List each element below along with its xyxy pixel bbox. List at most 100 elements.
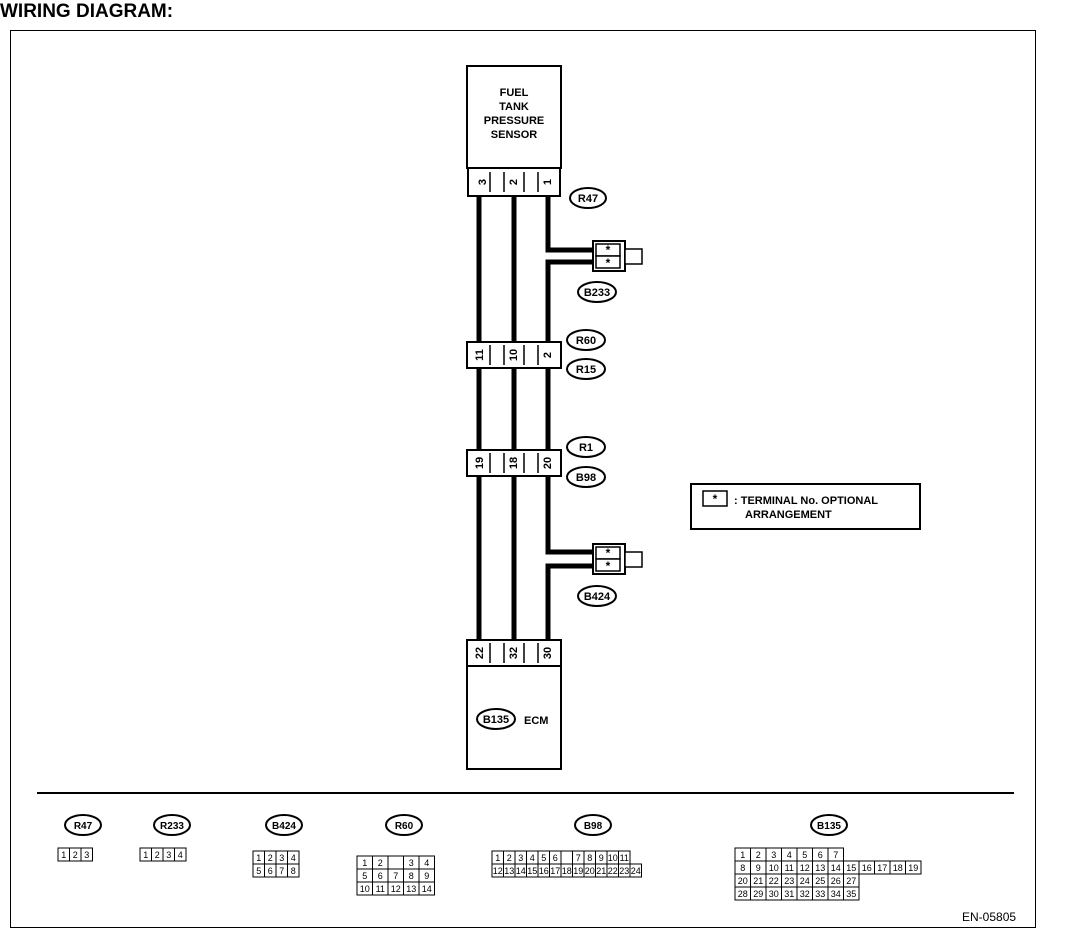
b135-view-pin: 7 — [833, 850, 838, 860]
b233-tag-label: B233 — [584, 287, 610, 299]
wire-c-to-b424 — [545, 476, 596, 555]
r15-tag-label: R15 — [576, 364, 596, 376]
b135-view-pin: 5 — [802, 850, 807, 860]
r60-view-pin: 8 — [409, 871, 414, 881]
b135-view-pin: 16 — [862, 863, 872, 873]
r1-pin-3: 20 — [542, 457, 554, 469]
b98-view-cell — [560, 850, 573, 865]
r1-pin-1: 19 — [474, 457, 486, 469]
b98-view-pin: 20 — [585, 866, 595, 876]
b424-view-pin: 3 — [279, 853, 284, 863]
b135-view-pin: 22 — [769, 876, 779, 886]
r60-view-pin: 3 — [409, 858, 414, 868]
b98-view-tag — [574, 814, 612, 836]
b424-star-2: * — [606, 559, 611, 573]
wire-c-from-b424 — [545, 563, 596, 640]
b135-view-cell — [843, 886, 860, 901]
sensor-pin-3: 1 — [542, 179, 554, 185]
r47-tag-label: R47 — [578, 193, 598, 205]
r60-view-pin: 14 — [422, 884, 432, 894]
b135-view-pin: 2 — [756, 850, 761, 860]
b424-tag-label: B424 — [584, 591, 611, 603]
r60-pin-3: 2 — [542, 352, 554, 358]
r60-pin-2: 10 — [508, 349, 520, 361]
r15-tag — [566, 358, 606, 380]
b98-view-pin: 21 — [596, 866, 606, 876]
sensor-connector: 3 2 1 — [467, 167, 561, 197]
b424-view-pin: 6 — [268, 866, 273, 876]
b135-view-pin: 20 — [738, 876, 748, 886]
b98-view-pin: 9 — [599, 853, 604, 863]
b135-view-pin: 21 — [753, 876, 763, 886]
ecm-pin-2: 32 — [508, 647, 520, 659]
b135-view-pin: 15 — [846, 863, 856, 873]
b135-view-pin: 30 — [769, 889, 779, 899]
wire-c-from-b233 — [545, 259, 596, 342]
b135-view-pin: 26 — [831, 876, 841, 886]
b233-star-1: * — [606, 243, 611, 257]
b135-view-pin: 18 — [893, 863, 903, 873]
ecm-label: ECM — [524, 715, 548, 727]
r60-view-pin: 1 — [362, 858, 367, 868]
b98-view-pin: 12 — [493, 866, 503, 876]
b98-view-pin: 23 — [619, 866, 629, 876]
b98-view-pin: 14 — [516, 866, 526, 876]
b135-view-pin: 14 — [831, 863, 841, 873]
wire-c-to-b233 — [545, 196, 596, 253]
r1-b98-connector: 19 18 20 — [466, 449, 562, 477]
fuel-tank-pressure-sensor-box — [466, 65, 562, 169]
b233-connector: * * — [592, 240, 643, 272]
r60-view-pin: 12 — [391, 884, 401, 894]
b98-view-cell — [629, 863, 642, 878]
r60-view-pin: 10 — [360, 884, 370, 894]
b424-connector: * * — [592, 543, 643, 575]
r60-view-tag — [385, 814, 423, 836]
b98-view-pin: 4 — [530, 853, 535, 863]
b98-view-pin: 3 — [518, 853, 523, 863]
b98-view-pin: 5 — [541, 853, 546, 863]
r233-view-pin: 2 — [155, 850, 160, 860]
b135-view-pin: 4 — [787, 850, 792, 860]
r1-tag — [566, 436, 606, 458]
r60-pin-1: 11 — [474, 349, 486, 361]
r60-view-cell — [418, 881, 435, 896]
r60-r15-connector: 11 10 2 — [466, 341, 562, 369]
b135-tag — [476, 708, 516, 730]
r47-view-pin: 1 — [61, 850, 66, 860]
r60-view-pin: 13 — [406, 884, 416, 894]
b98-view-pin: 2 — [507, 853, 512, 863]
r60-tag-label: R60 — [576, 335, 596, 347]
b135-view-pin: 17 — [877, 863, 887, 873]
b424-view-cell — [287, 863, 300, 878]
b98-view-pin: 15 — [527, 866, 537, 876]
b135-view-pin: 28 — [738, 889, 748, 899]
b135-view-pin: 12 — [800, 863, 810, 873]
b135-view-pin: 6 — [818, 850, 823, 860]
sensor-label-2: TANK — [499, 101, 529, 113]
b98-view-pin: 10 — [608, 853, 618, 863]
b98-view-pin: 7 — [576, 853, 581, 863]
b98-view-tag-label: B98 — [584, 821, 603, 832]
sensor-pin-2: 2 — [508, 179, 520, 185]
b135-view-pin: 25 — [815, 876, 825, 886]
b424-view-pin: 7 — [279, 866, 284, 876]
figure-code: EN-05805 — [962, 910, 1017, 924]
legend-symbol: * — [713, 492, 718, 506]
diagram-title: WIRING DIAGRAM: — [0, 1, 174, 22]
sensor-pin-1: 3 — [477, 179, 489, 185]
legend-line-2: ARRANGEMENT — [745, 509, 832, 521]
b135-view-pin: 24 — [800, 876, 810, 886]
ecm-connector: 22 32 30 — [466, 639, 562, 667]
b98-view-pin: 16 — [539, 866, 549, 876]
b135-view-pin: 35 — [846, 889, 856, 899]
b135-view-pin: 19 — [908, 863, 918, 873]
r1-pin-2: 18 — [508, 457, 520, 469]
b98-view-pin: 13 — [504, 866, 514, 876]
b135-view-pin: 3 — [771, 850, 776, 860]
sensor-label-3: PRESSURE — [484, 115, 545, 127]
r233-view-tag — [153, 814, 191, 836]
b424-star-1: * — [606, 546, 611, 560]
b424-view-tag — [265, 814, 303, 836]
b135-view-pin: 11 — [785, 863, 794, 873]
